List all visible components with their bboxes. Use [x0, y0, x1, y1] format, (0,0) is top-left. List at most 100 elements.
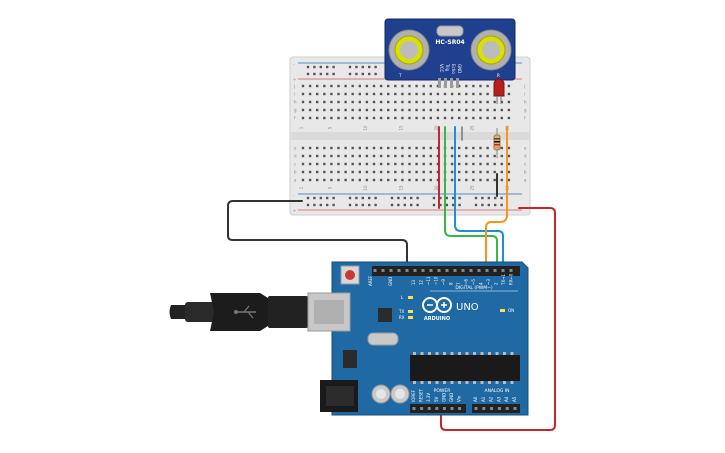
power-pin-4: GND — [441, 393, 446, 402]
wire-orange-led[interactable] — [485, 126, 508, 269]
led-l-label: L — [401, 295, 404, 300]
col-label-20: 20 — [434, 125, 439, 131]
row-label-j: j — [293, 84, 295, 89]
digital-pin-5: 8 — [449, 282, 454, 285]
col-label-5: 5 — [327, 126, 332, 129]
row-label-c: c — [294, 162, 296, 167]
ultrasonic-sensor[interactable]: HC-SR04 T R VCC Trig Echo GND — [384, 18, 516, 88]
row-label-a: a — [294, 178, 297, 183]
row-label-right-g: g — [524, 108, 527, 113]
col-label-1: 1 — [299, 126, 304, 129]
analog-header[interactable] — [472, 404, 520, 413]
led-tx-label: TX — [398, 309, 404, 314]
wire-black-gnd[interactable] — [227, 200, 408, 269]
resistor[interactable] — [493, 128, 501, 158]
red-led[interactable] — [493, 78, 505, 104]
row-label-right-a: a — [524, 178, 527, 183]
sensor-pin-labels: VCC Trig Echo GND — [439, 63, 462, 74]
crystal-oscillator — [367, 332, 399, 346]
digital-pin-9: 4 — [479, 282, 484, 285]
digital-pin-6: 7 — [456, 282, 461, 285]
wire-red-5v[interactable] — [440, 207, 556, 431]
aref-label: AREF — [368, 275, 373, 286]
row-label-right-c: c — [524, 162, 526, 167]
usb-controller-chip — [378, 308, 392, 322]
digital-pin-1: 12 — [419, 279, 424, 285]
digital-pin-3: ~10 — [434, 276, 439, 285]
bottom-power-rail: - + — [293, 193, 522, 213]
col-label-bottom-25: 25 — [469, 185, 474, 191]
col-label-bottom-1: 1 — [299, 186, 304, 189]
row-label-d: d — [294, 154, 297, 159]
brand-label: ARDUINO — [424, 316, 450, 322]
analog-label: ANALOG IN — [484, 388, 509, 394]
usb-icon — [234, 305, 256, 319]
row-label-right-b: b — [524, 170, 527, 175]
sensor-pins[interactable] — [438, 78, 459, 88]
sensor-pin-echo: Echo — [451, 64, 456, 74]
col-label-bottom-15: 15 — [398, 185, 403, 191]
digital-pin-7: ~6 — [464, 279, 469, 285]
analog-pin-a1: A1 — [481, 396, 486, 402]
power-label: POWER — [434, 388, 451, 394]
model-label: UNO — [456, 302, 479, 313]
breadboard-center-channel — [290, 132, 530, 140]
sensor-pin-gnd: GND — [457, 64, 462, 73]
col-label-25: 25 — [469, 125, 474, 131]
rail-minus-label: - — [293, 62, 295, 67]
sensor-receiver — [470, 29, 512, 71]
row-label-right-e: e — [524, 146, 527, 151]
digital-pin-0: 13 — [411, 279, 416, 285]
atmega-chip — [410, 352, 520, 384]
row-label-right-i: i — [524, 92, 525, 97]
power-pin-5: GND — [449, 393, 454, 402]
col-label-bottom-10: 10 — [363, 185, 368, 191]
power-pin-6: Vin — [457, 395, 462, 402]
sensor-pin-vcc: VCC — [439, 64, 444, 73]
analog-pin-a0: A0 — [473, 396, 478, 402]
wire-green-trig[interactable] — [444, 126, 498, 269]
row-label-g: g — [294, 108, 297, 113]
power-pin-1: RESET — [419, 389, 424, 402]
row-label-right-h: h — [524, 100, 527, 105]
power-pin-3: 5V — [434, 396, 439, 402]
row-label-b: b — [294, 170, 297, 175]
col-label-bottom-20: 20 — [434, 185, 439, 191]
sensor-crystal — [436, 25, 464, 37]
rail-minus-label-bottom: - — [293, 193, 295, 198]
onboard-leds: L TX RX ON — [398, 295, 514, 320]
analog-pin-a3: A3 — [496, 396, 501, 402]
digital-pin-8: ~5 — [471, 279, 476, 285]
digital-pin-13: RX←0 — [509, 273, 514, 285]
reset-button[interactable] — [340, 265, 360, 285]
usb-cable[interactable] — [169, 293, 309, 331]
row-label-right-d: d — [524, 154, 527, 159]
rail-plus-label: + — [293, 77, 296, 82]
row-label-i: i — [294, 92, 295, 97]
analog-pin-a4: A4 — [504, 396, 509, 402]
sensor-transmitter — [388, 29, 430, 71]
wires — [227, 126, 556, 431]
row-label-f: f — [294, 116, 296, 121]
digital-pin-12: TX→1 — [501, 273, 506, 286]
analog-pin-a5: A5 — [512, 396, 517, 402]
digital-pin-2: ~11 — [426, 276, 431, 285]
led-rx-label: RX — [399, 315, 405, 320]
digital-label: DIGITAL (PWM~) — [455, 285, 493, 291]
digital-pin-4: ~9 — [441, 279, 446, 285]
col-label-15: 15 — [398, 125, 403, 131]
sensor-tx-label: T — [398, 73, 402, 78]
row-label-h: h — [294, 100, 297, 105]
digital-pin-11: 2 — [494, 282, 499, 285]
wire-blue-echo[interactable] — [454, 126, 504, 269]
digital-gnd-label: GND — [388, 277, 393, 286]
analog-pin-a2: A2 — [489, 396, 494, 402]
power-pin-2: 3.3V — [426, 393, 431, 402]
